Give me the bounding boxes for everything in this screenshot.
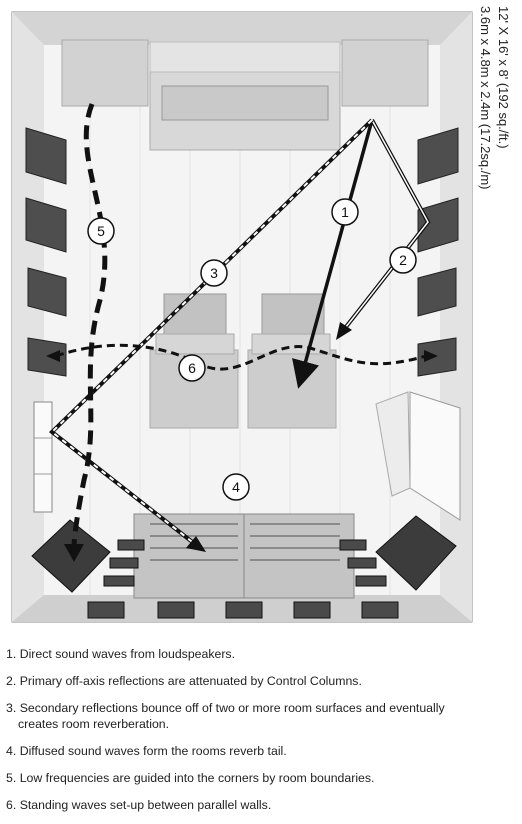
front-speaker-left	[61, 39, 149, 107]
legend-item-4: 4. Diffused sound waves form the rooms r…	[6, 743, 516, 759]
left-wall-panels	[25, 127, 67, 377]
callout-6-label: 6	[188, 360, 196, 376]
callout-6: 6	[178, 354, 206, 382]
callout-1-label: 1	[341, 204, 349, 220]
legend-number: 2.	[6, 674, 17, 688]
tv-console	[149, 41, 341, 151]
legend-item-6: 6. Standing waves set-up between paralle…	[6, 797, 516, 813]
path-low-frequency	[64, 103, 108, 562]
legend-item-2: 2. Primary off-axis reflections are atte…	[6, 673, 516, 689]
legend-text: Secondary reflections bounce off of two …	[19, 701, 445, 715]
legend-number: 5.	[6, 771, 17, 785]
legend-item-3: 3. Secondary reflections bounce off of t…	[6, 700, 516, 732]
legend-text: Primary off-axis reflections are attenua…	[19, 674, 362, 688]
callout-4-label: 4	[232, 479, 240, 495]
legend-text: Direct sound waves from loudspeakers.	[19, 647, 235, 661]
path-standing-wave	[46, 343, 438, 371]
room-diagram: 1 2 3 4 5 6	[11, 11, 473, 623]
window	[33, 401, 53, 513]
dimensions-imperial: 12' X 16' x 8' (192 sq./ft.)	[496, 6, 511, 149]
legend-number: 1.	[6, 647, 17, 661]
bass-trap-right	[375, 515, 457, 591]
path-primary-reflection	[336, 119, 431, 340]
legend-text-continued: creates room reverberation.	[18, 717, 170, 731]
seats	[149, 293, 337, 429]
callout-2: 2	[389, 246, 417, 274]
legend-number: 3.	[6, 701, 17, 715]
callout-5-label: 5	[97, 223, 105, 239]
callout-4: 4	[222, 473, 250, 501]
legend-text: Standing waves set-up between parallel w…	[19, 798, 272, 812]
legend-number: 4.	[6, 744, 17, 758]
right-wall-panels	[417, 127, 459, 377]
callout-5: 5	[87, 217, 115, 245]
path-secondary-reflection	[48, 118, 374, 552]
room-dimensions: 12' X 16' x 8' (192 sq./ft.) 3.6m x 4.8m…	[474, 6, 514, 236]
callout-3: 3	[200, 259, 228, 287]
legend-item-1: 1. Direct sound waves from loudspeakers.	[6, 646, 516, 662]
legend-item-5: 5. Low frequencies are guided into the c…	[6, 770, 516, 786]
legend-text: Diffused sound waves form the rooms reve…	[19, 744, 287, 758]
callout-2-label: 2	[399, 252, 407, 268]
dimensions-metric: 3.6m x 4.8m x 2.4m (17.2sq./m)	[478, 6, 493, 190]
callout-1: 1	[331, 198, 359, 226]
door	[375, 391, 461, 521]
floor-panels	[87, 539, 399, 619]
legend: 1. Direct sound waves from loudspeakers.…	[6, 646, 516, 824]
legend-number: 6.	[6, 798, 17, 812]
legend-text: Low frequencies are guided into the corn…	[19, 771, 375, 785]
rear-diffuser	[133, 513, 355, 599]
front-speaker-right	[341, 39, 429, 107]
path-direct-sound	[292, 119, 374, 389]
callout-3-label: 3	[210, 265, 218, 281]
